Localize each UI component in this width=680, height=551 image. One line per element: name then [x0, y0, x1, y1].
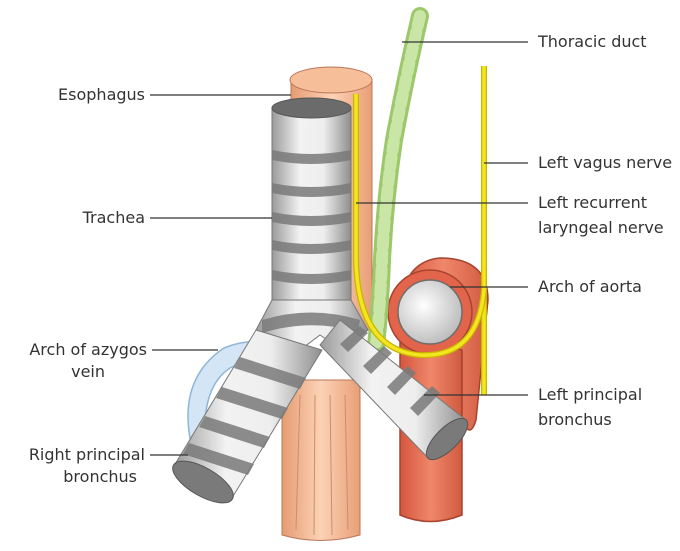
label-left-bronchus-line1: Left principal: [538, 384, 642, 405]
trachea: [272, 98, 351, 315]
label-right-bronchus-line1: Right principal: [29, 444, 145, 465]
label-left-bronchus-line2: bronchus: [538, 409, 612, 430]
label-left-vagus: Left vagus nerve: [538, 152, 672, 173]
label-azygos-line1: Arch of azygos: [29, 339, 147, 360]
label-left-recurrent-line1: Left recurrent: [538, 192, 647, 213]
label-azygos-line2: vein: [71, 361, 105, 382]
label-thoracic-duct: Thoracic duct: [538, 31, 647, 52]
label-aortic-arch: Arch of aorta: [538, 276, 642, 297]
label-right-bronchus-line2: bronchus: [63, 466, 137, 487]
esophagus-lower: [282, 380, 360, 541]
label-left-recurrent-line2: laryngeal nerve: [538, 217, 664, 238]
label-trachea: Trachea: [83, 207, 145, 228]
label-esophagus: Esophagus: [58, 84, 145, 105]
